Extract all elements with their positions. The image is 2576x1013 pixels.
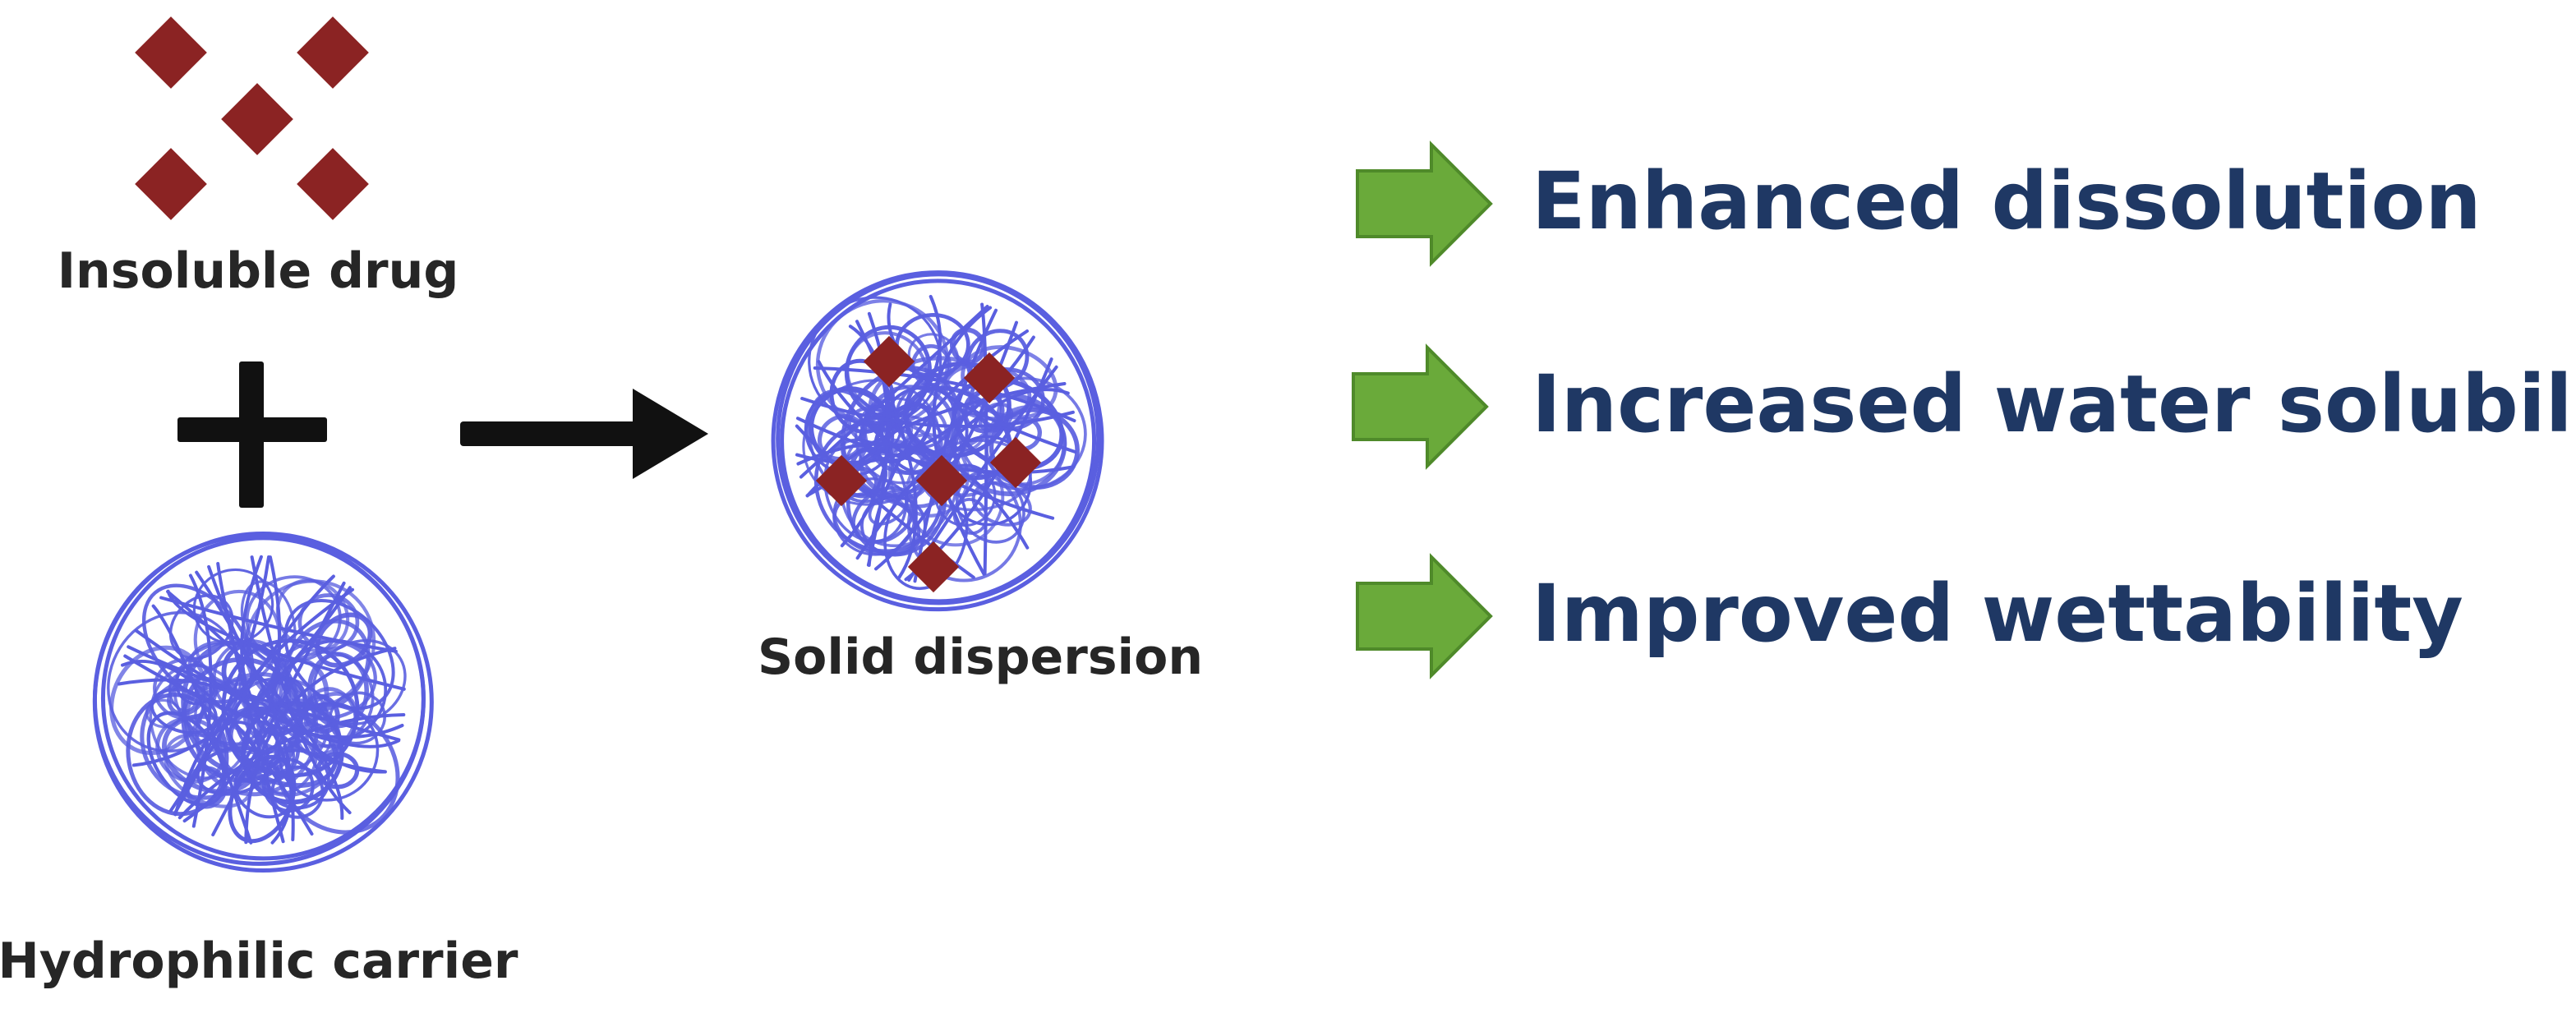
coil-strand [270,765,325,819]
drug-particle [135,16,207,89]
coil-strand [813,366,1076,423]
coil-strand [817,360,1055,520]
green-right-arrow-icon [1352,343,1489,470]
coil-strand [131,586,352,767]
coil-strand [153,658,218,721]
coil-strand [216,562,285,844]
coil-strand [100,536,426,861]
solid-dispersion-label: Solid dispersion [758,629,1203,686]
green-right-arrow-icon [1356,140,1493,267]
coil-strand [823,438,908,543]
hydrophilic-carrier-label: Hydrophilic carrier [0,932,518,990]
drug-particle [135,148,207,220]
coil-strand [121,660,314,836]
coil-strand [207,564,387,774]
coil-strand [117,678,295,841]
outcome-text-dissolution: Enhanced dissolution [1532,155,2482,247]
coil-strand [243,579,376,711]
drug-particle [221,83,293,155]
insoluble-drug-label: Insoluble drug [58,242,459,300]
outcome-item: Increased water solubility [1352,343,2576,470]
coil-strand [297,593,360,652]
solid-dispersion-icon [771,270,1104,612]
coil-strand [244,647,397,845]
coil-strand [315,612,373,668]
process-arrow-icon [460,389,708,479]
coil-strand [250,555,352,815]
outcome-item: Enhanced dissolution [1356,140,2482,267]
coil-strand [799,305,989,479]
coil-strand [887,302,1077,454]
coil-strand [109,645,208,756]
plus-icon [177,361,327,508]
green-right-arrow-icon [1356,553,1493,679]
coil-strand [780,279,1097,604]
outcome-list: Enhanced dissolution Increased water sol… [1352,140,2576,679]
outcome-item: Improved wettability [1356,553,2463,679]
coil-strand [829,358,896,434]
coil-strand [168,555,270,813]
coil-strand [159,596,398,653]
coil-strand [800,397,1075,429]
drug-particle [297,148,369,220]
coil-strand [123,654,404,739]
hydrophilic-carrier-icon [92,532,434,873]
coil-strand [166,590,344,820]
outcome-text-wettability: Improved wettability [1532,568,2463,660]
coil-strand [971,481,1032,527]
coil-strand [855,388,1070,560]
outcome-text-solubility: Increased water solubility [1532,358,2576,450]
coil-strand [188,573,213,828]
coil-strand [796,442,1030,550]
coil-strand [306,652,370,729]
coil-strand [182,555,282,823]
coil-strand [151,604,253,845]
drug-particle [297,16,369,89]
insoluble-drug-icon [135,16,369,220]
